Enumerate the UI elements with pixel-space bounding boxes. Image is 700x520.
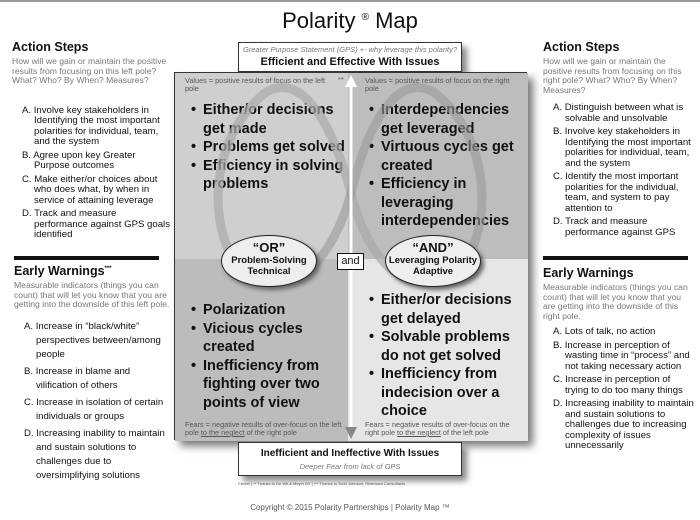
list-item: B. Increase in perception of wasting tim… bbox=[553, 339, 690, 372]
polarity-map: Values = positive results of focus on th… bbox=[174, 72, 528, 441]
deeper-fear-box: Inefficient and Ineffective With Issues … bbox=[238, 442, 462, 476]
right-action-steps: Action Steps How will we gain or maintai… bbox=[543, 40, 693, 241]
values-label: Values = positive results of focus on th… bbox=[185, 76, 326, 93]
list-item: Either/or decisions get delayed bbox=[365, 291, 527, 328]
list-item: Virtuous cycles get created bbox=[365, 138, 525, 175]
fears-label: Fears = negative results of over-focus o… bbox=[185, 420, 342, 437]
copyright: Copyright © 2015 Polarity Partnerships |… bbox=[250, 503, 450, 512]
list-item: B. Involve key stakeholders in Identifyi… bbox=[553, 126, 691, 169]
list-item: D. Increasing inability to maintain and … bbox=[553, 398, 694, 451]
arrow-up-icon bbox=[345, 75, 357, 87]
gps-label: Greater Purpose Statement (GPS) +- why l… bbox=[242, 45, 458, 54]
list-item: Interdependencies get leveraged bbox=[365, 101, 525, 138]
values-label: Values = positive results of focus on th… bbox=[365, 76, 510, 93]
list-item: Solvable problems do not get solved bbox=[365, 328, 527, 365]
list-item: D. Increasing inability to maintain and … bbox=[24, 427, 165, 481]
deeper-fear-statement: Inefficient and Ineffective With Issues bbox=[260, 448, 440, 459]
list-item: A. Increase in “black/white” perspective… bbox=[24, 320, 161, 360]
or-ellipse: “OR” Problem-Solving Technical bbox=[221, 235, 317, 287]
deeper-fear-label: Deeper Fear from lack of GPS bbox=[299, 462, 401, 471]
list-item: C. Identify the most important polaritie… bbox=[553, 171, 679, 214]
list-item: Problems get solved bbox=[187, 138, 345, 157]
left-early-warnings: Early Warnings*** Measurable indicators … bbox=[14, 264, 174, 486]
gps-statement: Efficient and Effective With Issues bbox=[260, 56, 440, 68]
arrow-down-icon bbox=[345, 427, 357, 439]
gps-box: Greater Purpose Statement (GPS) +- why l… bbox=[238, 42, 462, 72]
list-item: D. Track and measure performance against… bbox=[553, 216, 676, 238]
list-item: B. Increase in blame and vilification of… bbox=[24, 365, 131, 391]
list-item: Inefficiency from fighting over two poin… bbox=[187, 357, 345, 413]
right-early-warnings: Early Warnings Measurable indicators (th… bbox=[543, 266, 695, 455]
left-action-steps: Action Steps How will we gain or maintai… bbox=[12, 40, 172, 244]
list-item: B. Agree upon key Greater Purpose outcom… bbox=[22, 149, 136, 171]
quadrant-left-downside: PolarizationVicious cycles createdIneffi… bbox=[175, 259, 348, 441]
footnote: Center | ** Thanks to De Wit & Meyer BV … bbox=[238, 481, 406, 486]
divider bbox=[14, 256, 159, 260]
footnote-mark: ** bbox=[338, 75, 344, 84]
fears-label: Fears = negative results of over-focus o… bbox=[365, 420, 510, 437]
quadrant-right-downside: Either/or decisions get delayedSolvable … bbox=[348, 259, 528, 441]
divider bbox=[543, 256, 688, 260]
heading: Early Warnings bbox=[543, 266, 634, 280]
quadrant-right-upside: Values = positive results of focus on th… bbox=[348, 73, 528, 259]
heading: Early Warnings*** bbox=[14, 264, 112, 278]
heading: Action Steps bbox=[12, 40, 89, 54]
list-item: Vicious cycles created bbox=[187, 320, 345, 357]
page-title: Polarity ® Map bbox=[282, 8, 418, 33]
and-connector: and bbox=[337, 253, 364, 270]
list-item: Inefficiency from indecision over a choi… bbox=[365, 365, 527, 421]
subtitle: How will we gain or maintain the positiv… bbox=[12, 56, 167, 85]
subtitle: How will we gain or maintain the positiv… bbox=[543, 56, 682, 95]
list-item: C. Increase in perception of trying to d… bbox=[553, 374, 683, 396]
heading: Action Steps bbox=[543, 40, 620, 54]
subtitle: Measurable indicators (things you can co… bbox=[14, 280, 170, 309]
list-item: A. Lots of talk, no action bbox=[553, 326, 656, 337]
and-ellipse: “AND” Leveraging Polarity Adaptive bbox=[385, 235, 481, 287]
subtitle: Measurable indicators (things you can co… bbox=[543, 282, 688, 321]
list-item: Polarization bbox=[187, 301, 345, 320]
list-item: C. Increase in isolation of certain indi… bbox=[24, 396, 164, 422]
list-item: A. Distinguish between what is solvable … bbox=[553, 102, 684, 124]
list-item: C. Make either/or choices about who does… bbox=[22, 173, 158, 206]
list-item: D. Track and measure performance against… bbox=[22, 208, 170, 240]
list-item: A. Involve key stakeholders in Identifyi… bbox=[22, 104, 160, 147]
top-border bbox=[0, 0, 700, 2]
